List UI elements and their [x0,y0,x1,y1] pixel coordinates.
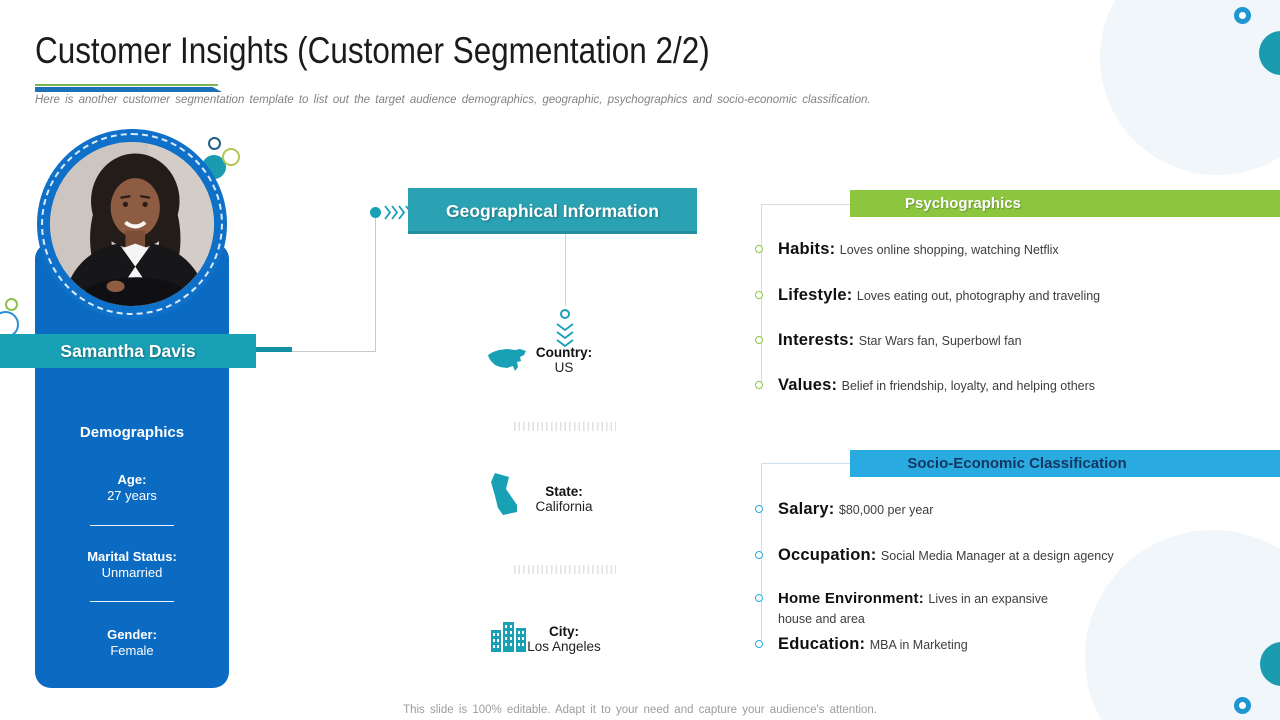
state-field: State: California [504,484,624,514]
interests-label: Interests: [778,331,855,349]
banner-tail-line [256,347,292,352]
chevrons-right-icon [384,205,410,220]
habits-label: Habits: [778,240,836,258]
photo-dashed-border [41,133,223,315]
green-circle-left [5,298,18,311]
socio-economic-rail-branch [761,463,850,464]
city-label: City: [549,624,579,639]
state-label: State: [545,484,583,499]
age-label: Age: [117,472,147,487]
title-underline-green [35,84,218,86]
home-environment-value: Lives in an expansive house and area [778,592,1048,626]
connector-vertical [375,214,376,352]
field-divider [90,525,174,526]
bullet-icon [755,640,763,648]
ring-icon-top-right [1234,7,1251,24]
teal-dot-bottom-right [1260,642,1280,686]
socio-economic-header-label: Socio-Economic Classification [907,455,1127,472]
slide-footer-note: This slide is 100% editable. Adapt it to… [403,704,877,716]
bullet-icon [755,594,763,602]
profile-photo-frame [37,129,227,319]
lifestyle-value: Loves eating out, photography and travel… [856,289,1101,303]
gender-value: Female [110,643,154,658]
education-value: MBA in Marketing [869,638,968,652]
lime-circle-icon [222,148,240,166]
bullet-icon [755,245,763,253]
bullet-icon [755,381,763,389]
lifestyle-item: Lifestyle: Loves eating out, photography… [755,286,1255,306]
psychographics-header-label: Psychographics [905,195,1021,212]
socio-economic-header: Socio-Economic Classification [850,450,1280,477]
values-item: Values: Belief in friendship, loyalty, a… [755,376,1255,396]
corner-glow-top-right [1100,0,1280,175]
bullet-icon [755,291,763,299]
interests-item: Interests: Star Wars fan, Superbowl fan [755,331,1255,351]
teal-dot-top-right [1259,31,1280,75]
title-underline-blue [35,87,222,92]
profile-name-banner: Samantha Davis [0,334,256,368]
city-value: Los Angeles [527,639,601,654]
geography-connector-line [565,234,566,306]
education-label: Education: [778,635,866,653]
psychographics-header: Psychographics [850,190,1280,217]
occupation-value: Social Media Manager at a design agency [880,549,1114,563]
home-environment-item: Home Environment: Lives in an expansive … [755,589,1070,629]
habits-value: Loves online shopping, watching Netflix [839,243,1059,257]
field-divider [90,601,174,602]
city-field: City: Los Angeles [504,624,624,654]
salary-item: Salary: $80,000 per year [755,500,1255,520]
california-state-icon [491,473,517,515]
dotted-separator [514,422,616,431]
country-field: Country: US [504,345,624,375]
marital-status-value: Unmarried [101,565,163,580]
marital-status-label: Marital Status: [87,549,177,564]
profile-name: Samantha Davis [60,340,196,361]
country-label: Country: [535,345,593,360]
values-value: Belief in friendship, loyalty, and helpi… [841,379,1096,393]
woman-portrait-illustration [50,142,214,306]
bullet-icon [755,505,763,513]
geography-header: Geographical Information [408,188,697,234]
country-value: US [554,360,574,375]
geography-connector-circle [560,309,570,319]
city-buildings-icon [491,622,526,652]
education-item: Education: MBA in Marketing [755,635,1255,655]
demographics-heading: Demographics [79,424,185,441]
psychographics-rail-branch [761,204,850,205]
navy-circle-icon [208,137,221,150]
dotted-separator [514,565,616,574]
connector-horizontal [292,351,376,352]
geography-header-label: Geographical Information [446,200,659,221]
bullet-icon [755,551,763,559]
profile-photo [50,142,214,306]
bullet-icon [755,336,763,344]
occupation-label: Occupation: [778,546,877,564]
gender-label: Gender: [107,627,157,642]
salary-value: $80,000 per year [838,503,934,517]
values-label: Values: [778,376,838,394]
occupation-item: Occupation: Social Media Manager at a de… [755,546,1255,566]
age-value: 27 years [107,488,157,503]
home-environment-label: Home Environment: [778,590,924,607]
lifestyle-label: Lifestyle: [778,286,853,304]
connector-dot [370,207,381,218]
interests-value: Star Wars fan, Superbowl fan [858,334,1022,348]
ring-icon-bottom-right [1234,697,1251,714]
salary-label: Salary: [778,500,835,518]
habits-item: Habits: Loves online shopping, watching … [755,240,1255,260]
page-title: Customer Insights (Customer Segmentation… [35,30,710,71]
state-value: California [535,499,593,514]
chevrons-down-icon [556,323,574,348]
slide-subtitle: Here is another customer segmentation te… [35,94,871,106]
profile-panel: Demographics Age: 27 years Marital Statu… [35,243,229,688]
us-map-icon [488,349,526,371]
